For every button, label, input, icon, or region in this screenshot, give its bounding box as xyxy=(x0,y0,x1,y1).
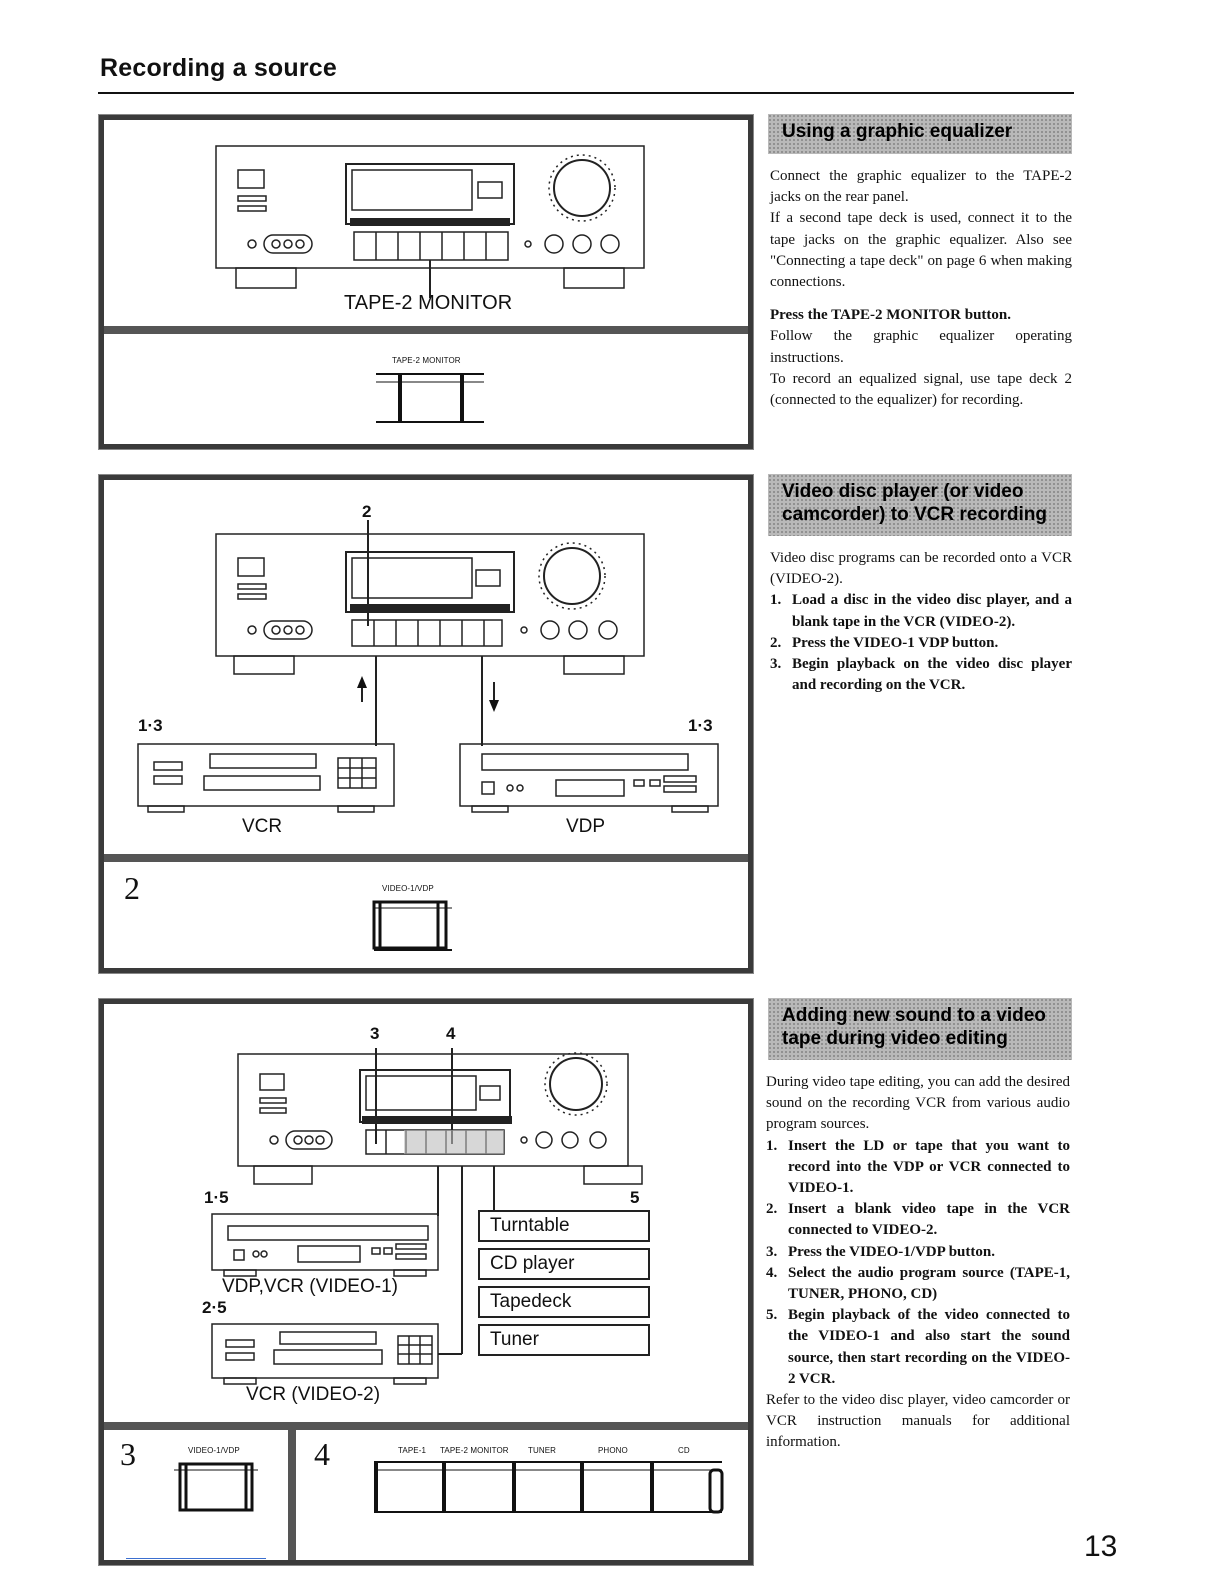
list-item: 1. Load a disc in the video disc player, … xyxy=(770,590,1072,632)
adding-sound-instructions: During video tape editing, you can add t… xyxy=(766,1072,1070,1454)
callout-step-1-5: 1·5 xyxy=(204,1188,229,1207)
step-text: Load a disc in the video disc player, an… xyxy=(792,592,1072,630)
paragraph: Follow the graphic equalizer operating i… xyxy=(770,328,1072,366)
step-text: Insert the LD or tape that you want to r… xyxy=(788,1137,1070,1197)
section-heading-text: Video disc player (or video camcorder) t… xyxy=(782,481,1047,525)
callout-step-1-3-left: 1·3 xyxy=(138,716,163,735)
step-text: Press the VIDEO-1 VDP button. xyxy=(792,634,999,651)
list-item: 2. Insert a blank video tape in the VCR c… xyxy=(766,1199,1070,1241)
equalizer-instructions: Connect the graphic equalizer to the TAP… xyxy=(770,166,1072,411)
tape2-monitor-button-label-step4: TAPE-2 MONITOR xyxy=(440,1446,509,1455)
receiver-audio-sources-connection-illustration xyxy=(211,1048,643,1385)
receiver-front-panel-illustration xyxy=(215,145,645,298)
receiver-vcr-vdp-connection-illustration xyxy=(137,520,719,813)
step-panel-number-2: 2 xyxy=(124,870,140,906)
source-tuner: Tuner xyxy=(478,1324,650,1356)
vdp-vcr-figure-panel: 2 1·3 1·3 VCR VDP 2 VIDEO-1/VDP xyxy=(98,474,754,974)
vdp-vcr-video1-label: VDP,VCR (VIDEO-1) xyxy=(222,1276,398,1297)
phono-button-label: PHONO xyxy=(598,1446,628,1455)
paragraph: Video disc programs can be recorded onto… xyxy=(770,550,1072,588)
step-list: 1. Load a disc in the video disc player, … xyxy=(770,590,1072,696)
callout-step-3: 3 xyxy=(370,1024,380,1043)
step-number: 5. xyxy=(766,1307,778,1324)
step-text: Insert a blank video tape in the VCR con… xyxy=(788,1201,1070,1239)
step-panel-number-4: 4 xyxy=(314,1436,330,1472)
paragraph: Connect the graphic equalizer to the TAP… xyxy=(770,168,1072,206)
panel-divider xyxy=(104,1422,748,1430)
tuner-button-label: TUNER xyxy=(528,1446,557,1455)
step-number: 1. xyxy=(766,1137,778,1154)
callout-step-2: 2 xyxy=(362,502,372,521)
video1-vdp-button-label-step3: VIDEO-1/VDP xyxy=(188,1446,240,1455)
tape1-button-label: TAPE-1 xyxy=(398,1446,427,1455)
step-text: Begin playback of the video connected to… xyxy=(788,1307,1070,1387)
list-item: 1. Insert the LD or tape that you want to… xyxy=(766,1136,1070,1200)
callout-step-5: 5 xyxy=(630,1188,640,1207)
step-number: 3. xyxy=(770,656,782,673)
tape2-monitor-diagram-label: TAPE-2 MONITOR xyxy=(344,292,513,314)
vdp-to-vcr-instructions: Video disc programs can be recorded onto… xyxy=(770,548,1072,696)
vcr-video2-label: VCR (VIDEO-2) xyxy=(246,1384,381,1405)
tape2-monitor-button-label: TAPE-2 MONITOR xyxy=(392,356,461,365)
callout-step-2-5: 2·5 xyxy=(202,1298,227,1317)
equalizer-figure-panel: TAPE-2 MONITOR TAPE-2 MONITOR xyxy=(98,114,754,450)
page-number: 13 xyxy=(1084,1530,1118,1563)
panel-divider xyxy=(104,326,748,334)
section-heading-text: Using a graphic equalizer xyxy=(782,121,1013,142)
cd-button-label: CD xyxy=(678,1446,690,1455)
step-number: 1. xyxy=(770,592,782,609)
paragraph: To record an equalized signal, use tape … xyxy=(770,370,1072,409)
step-list: 1. Insert the LD or tape that you want to… xyxy=(766,1136,1070,1390)
instruction-bold: Press the TAPE-2 MONITOR button. xyxy=(770,307,1011,324)
step-text: Press the VIDEO-1/VDP button. xyxy=(788,1243,995,1260)
paragraph: Refer to the video disc player, video ca… xyxy=(766,1392,1070,1451)
paragraph: If a second tape deck is used, connect i… xyxy=(770,210,1072,291)
list-item: 4. Select the audio program source (TAPE-… xyxy=(766,1263,1070,1305)
step-text: Select the audio program source (TAPE-1,… xyxy=(788,1264,1070,1303)
step-number: 3. xyxy=(766,1243,778,1260)
title-rule xyxy=(98,92,1074,94)
step-number: 2. xyxy=(766,1201,778,1218)
source-cd-player: CD player xyxy=(478,1248,650,1280)
page-title: Recording a source xyxy=(100,54,337,82)
panel-divider xyxy=(104,854,748,862)
list-item: 2. Press the VIDEO-1 VDP button. xyxy=(770,633,1072,654)
list-item: 5. Begin playback of the video connected … xyxy=(766,1305,1070,1390)
step-panel-number-3: 3 xyxy=(120,1436,136,1472)
paragraph: During video tape editing, you can add t… xyxy=(766,1074,1070,1133)
section-heading-adding-sound: Adding new sound to a video tape during … xyxy=(768,998,1072,1060)
vdp-label: VDP xyxy=(566,816,606,837)
callout-step-1-3-right: 1·3 xyxy=(688,716,713,735)
list-item: 3. Begin playback on the video disc playe… xyxy=(770,654,1072,696)
source-tapedeck: Tapedeck xyxy=(478,1286,650,1318)
list-item: 3. Press the VIDEO-1/VDP button. xyxy=(766,1242,1070,1263)
audio-dub-figure-panel: 3 4 1·5 5 VDP,VCR (VIDEO-1) 2·5 VCR (VID… xyxy=(98,998,754,1566)
section-heading-text: Adding new sound to a video tape during … xyxy=(782,1005,1046,1049)
step-number: 4. xyxy=(766,1264,778,1281)
source-turntable: Turntable xyxy=(478,1210,650,1242)
footer-rule xyxy=(126,1558,266,1559)
section-heading-graphic-equalizer: Using a graphic equalizer xyxy=(768,114,1072,154)
panel-divider-vertical xyxy=(288,1422,296,1560)
section-heading-vdp-to-vcr: Video disc player (or video camcorder) t… xyxy=(768,474,1072,536)
step-text: Begin playback on the video disc player … xyxy=(792,656,1072,694)
vcr-label: VCR xyxy=(242,816,283,837)
step-number: 2. xyxy=(770,634,782,651)
video1-vdp-button-label: VIDEO-1/VDP xyxy=(382,884,434,893)
callout-step-4: 4 xyxy=(446,1024,456,1043)
